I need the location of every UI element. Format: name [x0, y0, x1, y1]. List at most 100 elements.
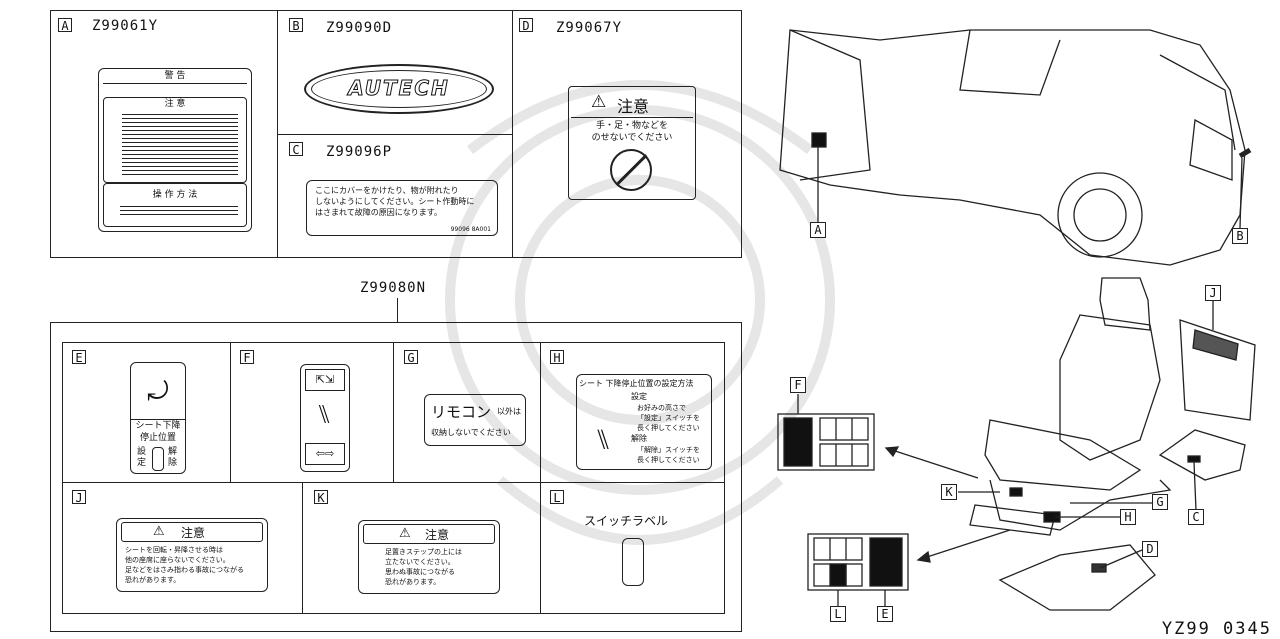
tag-c: C — [289, 142, 303, 157]
emblem-inner-ring — [311, 70, 487, 108]
callout-k: K — [941, 484, 957, 500]
label-j-header — [121, 522, 263, 542]
callout-f: F — [790, 377, 806, 393]
divider-b-c — [277, 134, 512, 135]
leader-d — [1099, 549, 1143, 569]
warn-title: 警 告 — [164, 71, 186, 81]
car-rear-wheel — [1057, 172, 1143, 258]
callout-j: J — [1205, 285, 1221, 301]
caution-title: 注 意 — [164, 99, 186, 109]
tag-b: B — [289, 18, 303, 33]
label-sheet-f — [777, 413, 875, 471]
slide-arrows-icon: ⇦⇨ — [305, 443, 345, 465]
label-e-release: 解除 — [168, 447, 178, 468]
label-e-line-2: 停止位置 — [139, 433, 176, 443]
caution-block: 注 意 — [103, 97, 247, 183]
caution-text-lines — [122, 114, 238, 176]
tag-h: H — [550, 350, 564, 365]
warning-label-a: 警 告 注 意 操 作 方 法 — [98, 68, 252, 232]
divider-e-f — [230, 342, 231, 482]
seat-headrest — [1099, 277, 1151, 331]
part-number-b: Z99090D — [326, 20, 393, 36]
tag-l: L — [550, 490, 564, 505]
caution-label-c: ここにカバーをかけたり、物が附れたり しないようにしてください。シート作動時に … — [306, 180, 498, 236]
divider-f-g — [393, 342, 394, 482]
label-b-location — [1238, 147, 1252, 159]
label-h-set-line-3: 長く押してください — [637, 424, 700, 432]
remote-label-g: リモコン 以外は 収納しないでください — [424, 394, 526, 446]
tag-a: A — [58, 18, 72, 33]
top-labels-panel — [50, 10, 742, 258]
label-j-line-3: 足などをはさみ指わる事故につながる — [125, 566, 244, 574]
label-k-title: 注意 — [425, 528, 450, 542]
part-number-d: Z99067Y — [556, 20, 623, 36]
label-h-title: シート 下降停止位置の設定方法 — [579, 379, 694, 388]
tag-j: J — [72, 490, 86, 505]
leader-c — [1193, 461, 1197, 511]
label-c-code: 99096 8A001 — [450, 226, 491, 233]
arrow-to-f — [891, 449, 979, 479]
emblem-text: AUTECH — [348, 76, 450, 101]
label-k-line-1: 足置きステップの上には — [385, 548, 462, 556]
group-leader-line — [397, 298, 398, 322]
car-rear-window — [959, 29, 1061, 96]
floor-plate — [998, 544, 1156, 611]
tag-d: D — [519, 18, 533, 33]
warning-triangle-icon: ⚠ — [399, 526, 411, 541]
callout-g: G — [1152, 494, 1168, 510]
label-k-line-3: 思わぬ事故につながる — [385, 568, 455, 576]
label-k-header — [363, 524, 495, 544]
label-h-release-title: 解除 — [631, 434, 647, 443]
seat-switch-label-f: ⇱⇲ ⑊ ⇦⇨ — [300, 364, 350, 472]
label-k-line-2: 立たないでください。 — [385, 558, 455, 566]
callout-c: C — [1188, 509, 1204, 525]
label-l-text: スイッチラベル — [584, 514, 669, 528]
label-e-line-1: シート下降 — [135, 421, 181, 431]
seat-icon: ⑊ — [316, 400, 332, 430]
tag-f: F — [240, 350, 254, 365]
label-d-title: 注意 — [617, 97, 650, 116]
part-number-a: Z99061Y — [92, 18, 159, 34]
seat-rotate-icon: ⤾ — [147, 377, 169, 407]
divider-g-h — [540, 342, 541, 614]
part-number-group: Z99080N — [360, 280, 427, 296]
label-h-set-line-2: 「設定」スイッチを — [637, 414, 700, 422]
callout-h: H — [1120, 509, 1136, 525]
label-h-set-title: 設定 — [631, 392, 647, 401]
label-d-header — [571, 89, 693, 118]
seat-lower-label-e: ⤾ シート下降 停止位置 設定 解除 — [130, 362, 186, 474]
car-tailgate — [1159, 54, 1236, 151]
seat-position-icon: ⑊ — [594, 423, 612, 456]
label-g-main: リモコン — [431, 403, 492, 421]
label-c-line-2: しないようにしてください。シート作動時に — [315, 197, 475, 206]
callout-d: D — [1142, 541, 1158, 557]
caution-label-k: ⚠ 注意 足置きステップの上には 立たないでください。 思わぬ事故につながる 恐… — [358, 520, 500, 594]
caution-label-d: ⚠ 注意 手・足・物などを のせないでください — [568, 86, 696, 200]
caution-label-j: ⚠ 注意 シートを回転・昇降させる時は 他の座席に座らないでください。 足などを… — [116, 518, 268, 592]
label-k-line-4: 恐れがあります。 — [385, 578, 441, 586]
label-c-line-3: はさまれて故障の原因になります。 — [315, 208, 442, 217]
seat-side-cover — [1158, 429, 1246, 481]
car-body-outline — [779, 29, 1246, 266]
arrow-to-le — [923, 529, 1011, 559]
tag-e: E — [72, 350, 86, 365]
label-g-line-2: 収納しないでください — [431, 428, 511, 437]
warn-rule — [103, 83, 247, 84]
callout-a: A — [810, 222, 826, 238]
autech-emblem: AUTECH — [304, 64, 494, 114]
divider-b-d — [512, 10, 513, 258]
tilt-arrows-icon: ⇱⇲ — [305, 369, 345, 391]
label-j-line-1: シートを回転・昇降させる時は — [125, 546, 223, 554]
label-sheet-le — [807, 533, 909, 591]
seat-base — [989, 479, 1172, 531]
operation-block: 操 作 方 法 — [103, 183, 247, 227]
group-row-divider — [62, 482, 725, 483]
label-g-suffix: 以外は — [497, 407, 521, 416]
label-h-set-line-1: お好みの高さで — [637, 404, 686, 412]
switch-slot-icon — [152, 447, 164, 471]
operation-title: 操 作 方 法 — [152, 190, 198, 200]
label-h-release-line-2: 長く押してください — [637, 456, 700, 464]
seat-step — [969, 504, 1056, 536]
warning-triangle-icon: ⚠ — [153, 524, 165, 539]
